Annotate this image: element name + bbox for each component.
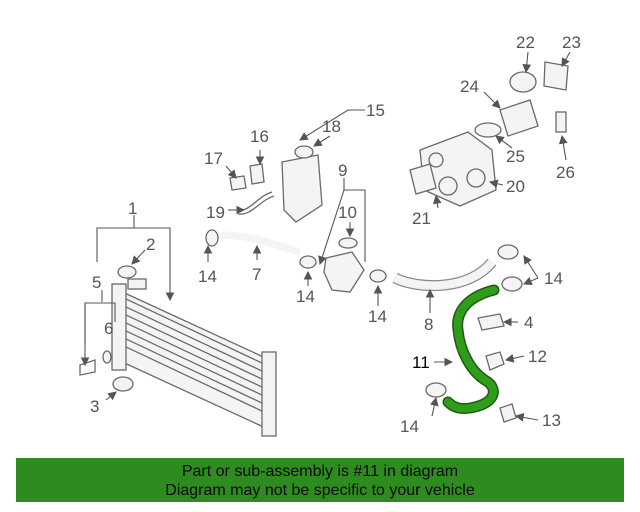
callout-2: 2 xyxy=(146,235,155,254)
callout-17: 17 xyxy=(204,149,223,168)
callout-14c: 14 xyxy=(368,307,387,326)
callout-8: 8 xyxy=(424,315,433,334)
callout-22: 22 xyxy=(516,33,535,52)
callout-numbers: 1 2 3 4 5 6 7 8 9 10 11 12 13 14 14 14 1… xyxy=(90,33,581,436)
callout-3: 3 xyxy=(90,397,99,416)
heater-hose xyxy=(392,244,523,292)
callout-25: 25 xyxy=(506,147,525,166)
callout-11: 11 xyxy=(412,353,430,372)
callout-14d: 14 xyxy=(544,269,563,288)
callout-20: 20 xyxy=(506,177,525,196)
callout-18: 18 xyxy=(322,117,341,136)
callout-14e: 14 xyxy=(400,417,419,436)
radiator-cap xyxy=(117,265,137,279)
parts-diagram: 1 2 3 4 5 6 7 8 9 10 11 12 13 14 14 14 1… xyxy=(79,33,581,437)
lower-radiator-hose xyxy=(442,284,500,414)
callout-14b: 14 xyxy=(296,287,315,306)
coolant-reservoir xyxy=(237,145,323,223)
thermostat-parts xyxy=(474,61,569,138)
banner-line-1: Part or sub-assembly is #11 in diagram xyxy=(181,463,459,480)
callout-13: 13 xyxy=(542,411,561,430)
callout-19: 19 xyxy=(206,203,225,222)
callout-24: 24 xyxy=(460,77,479,96)
upper-hose xyxy=(205,229,302,256)
thermostat-housing xyxy=(409,131,497,207)
callout-14a: 14 xyxy=(198,267,217,286)
callout-5: 5 xyxy=(92,273,101,292)
callout-1: 1 xyxy=(128,199,137,218)
bracket xyxy=(79,350,112,376)
leader-lines xyxy=(80,51,571,422)
radiator xyxy=(111,278,277,437)
callout-15: 15 xyxy=(366,101,385,120)
callout-7: 7 xyxy=(252,265,261,284)
callout-10: 10 xyxy=(338,203,357,222)
info-banner: Part or sub-assembly is #11 in diagram D… xyxy=(16,458,624,502)
callout-4: 4 xyxy=(524,313,533,332)
hose-fittings xyxy=(425,313,517,423)
callout-16: 16 xyxy=(250,127,269,146)
callout-23: 23 xyxy=(562,33,581,52)
water-outlet xyxy=(299,237,387,293)
drain-plug xyxy=(112,376,134,392)
callout-6: 6 xyxy=(104,319,113,338)
callout-12: 12 xyxy=(528,347,547,366)
banner-line-2: Diagram may not be specific to your vehi… xyxy=(165,482,475,499)
callout-9: 9 xyxy=(338,161,347,180)
callout-26: 26 xyxy=(556,163,575,182)
callout-21: 21 xyxy=(412,209,431,228)
